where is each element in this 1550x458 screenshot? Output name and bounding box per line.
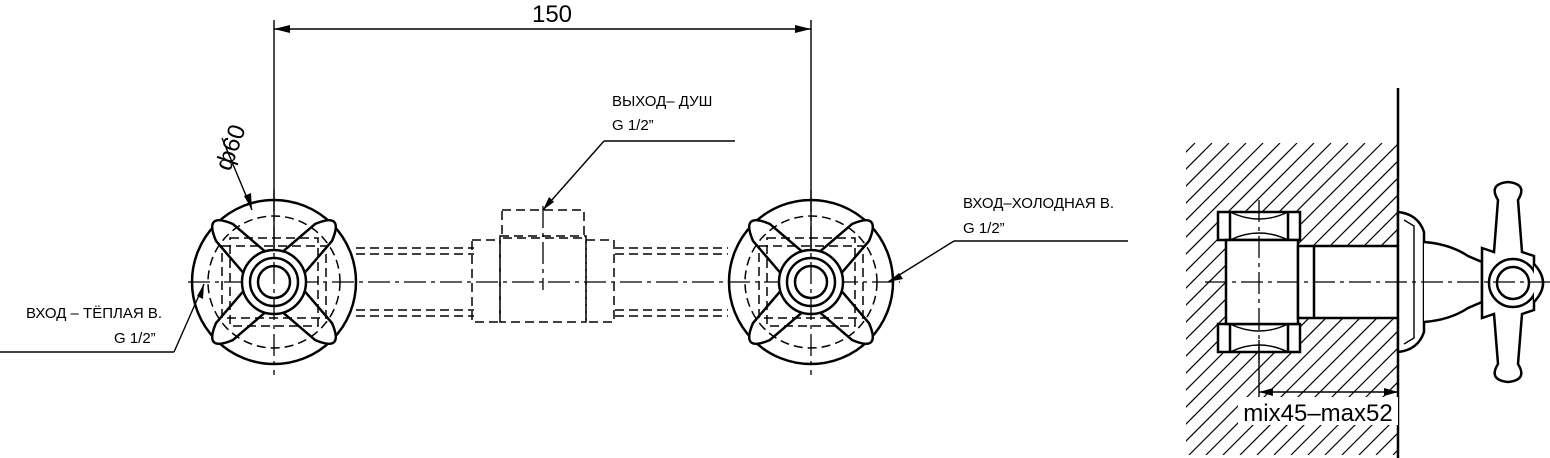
dimension-depth: mix45–max52 (1238, 340, 1398, 427)
diameter-text: ф60 (210, 121, 251, 174)
dimension-150-text: 150 (532, 1, 572, 28)
outlet-label-line1: ВЫХОД– ДУШ (612, 93, 712, 110)
hot-label-line2: G 1/2” (114, 330, 156, 347)
outlet-label-line2: G 1/2” (612, 117, 654, 134)
hatch-line (1186, 143, 1315, 272)
depth-dimension-text: mix45–max52 (1243, 400, 1392, 427)
hot-inlet-leader: ВХОД – ТЁПЛАЯ В. G 1/2” (0, 283, 205, 353)
hatch-line (1186, 143, 1298, 255)
hidden-pipe-body (356, 206, 728, 323)
side-view-valve (1205, 180, 1550, 384)
cold-inlet-leader: ВХОД–ХОЛОДНАЯ В. G 1/2” (887, 195, 1128, 283)
outlet-leader: ВЫХОД– ДУШ G 1/2” (542, 93, 735, 211)
hatch-line (1186, 143, 1213, 170)
hatch-line (1186, 143, 1264, 221)
hatch-line (1186, 143, 1332, 289)
cold-label-line2: G 1/2” (963, 220, 1005, 237)
hatch-line (866, 143, 1178, 455)
hatch-line (1186, 143, 1196, 153)
hatch-line (1186, 143, 1281, 238)
hatch-line (1186, 143, 1366, 323)
hot-label-line1: ВХОД – ТЁПЛАЯ В. (26, 305, 162, 322)
hatch-line (1186, 143, 1230, 187)
dimension-150: 150 (273, 1, 812, 265)
hatch-line (1186, 143, 1349, 306)
hatch-line (1186, 143, 1247, 204)
diameter-annotation: ф60 (210, 121, 253, 211)
cold-label-line1: ВХОД–ХОЛОДНАЯ В. (963, 195, 1114, 212)
